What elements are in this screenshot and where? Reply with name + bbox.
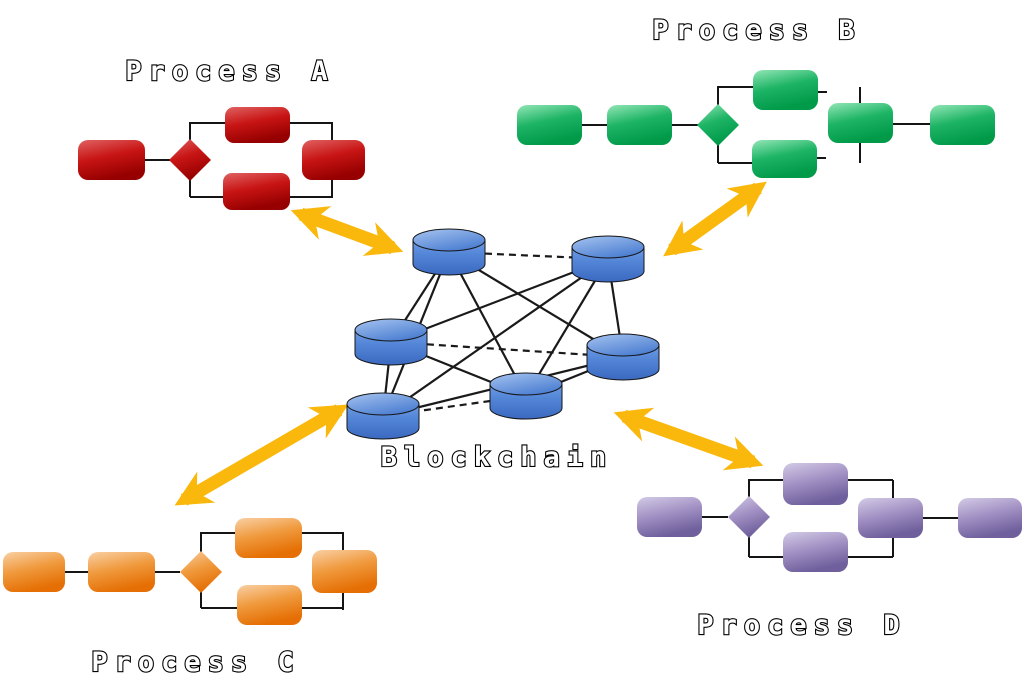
blockchain-node [346, 392, 420, 440]
mesh-link [448, 251, 527, 397]
process-d-label: Process D [697, 610, 906, 641]
blockchain-node [412, 228, 486, 276]
blockchain-label: Blockchain [381, 442, 614, 473]
flow-step-rect [302, 140, 365, 180]
flow-step-rect [235, 518, 302, 558]
flow-step-rect [88, 552, 155, 592]
flow-step-rect [637, 497, 702, 537]
process-a-group: Process A [78, 55, 365, 210]
flow-step-rect [3, 552, 65, 592]
sync-arrow-process-d [613, 407, 764, 471]
flow-step-rect [225, 107, 290, 143]
mesh-link [382, 258, 609, 417]
sync-arrow-process-c [174, 404, 349, 506]
process-c-group: Process C [3, 518, 377, 679]
mesh-link [390, 257, 609, 344]
flow-step-rect [752, 140, 817, 178]
sync-arrow-process-b [663, 181, 767, 257]
mesh-link-dashed [390, 340, 624, 359]
blockchain-node [354, 318, 428, 366]
flow-step-rect [607, 105, 672, 145]
flow-step-rect [312, 550, 377, 593]
decision-diamond [180, 551, 222, 593]
process-d-group: Process D [637, 463, 1022, 642]
sync-arrows [174, 181, 767, 506]
flow-step-rect [858, 498, 923, 538]
decision-diamond [169, 139, 211, 181]
flow-step-rect [78, 140, 145, 180]
process-a-label: Process A [125, 56, 334, 87]
flow-step-rect [958, 498, 1022, 538]
sync-arrow-process-a [290, 206, 404, 256]
decision-diamond [728, 496, 770, 538]
flow-step-rect [517, 105, 582, 145]
blockchain-nodes [346, 228, 660, 440]
flow-step-rect [237, 585, 302, 625]
process-b-group: Process B [517, 14, 995, 178]
blockchain-node [571, 235, 645, 283]
flow-step-rect [753, 70, 818, 110]
blockchain-node [489, 372, 563, 420]
flow-step-rect [930, 105, 995, 145]
process-c-label: Process C [91, 647, 300, 678]
decision-diamond [697, 104, 739, 146]
flow-step-rect [223, 173, 290, 210]
process-b-label: Process B [652, 15, 861, 46]
mesh-link [525, 258, 609, 397]
flow-step-rect [783, 463, 848, 505]
blockchain-node [586, 333, 660, 381]
flow-step-rect [828, 103, 893, 143]
flow-step-rect [783, 532, 848, 572]
